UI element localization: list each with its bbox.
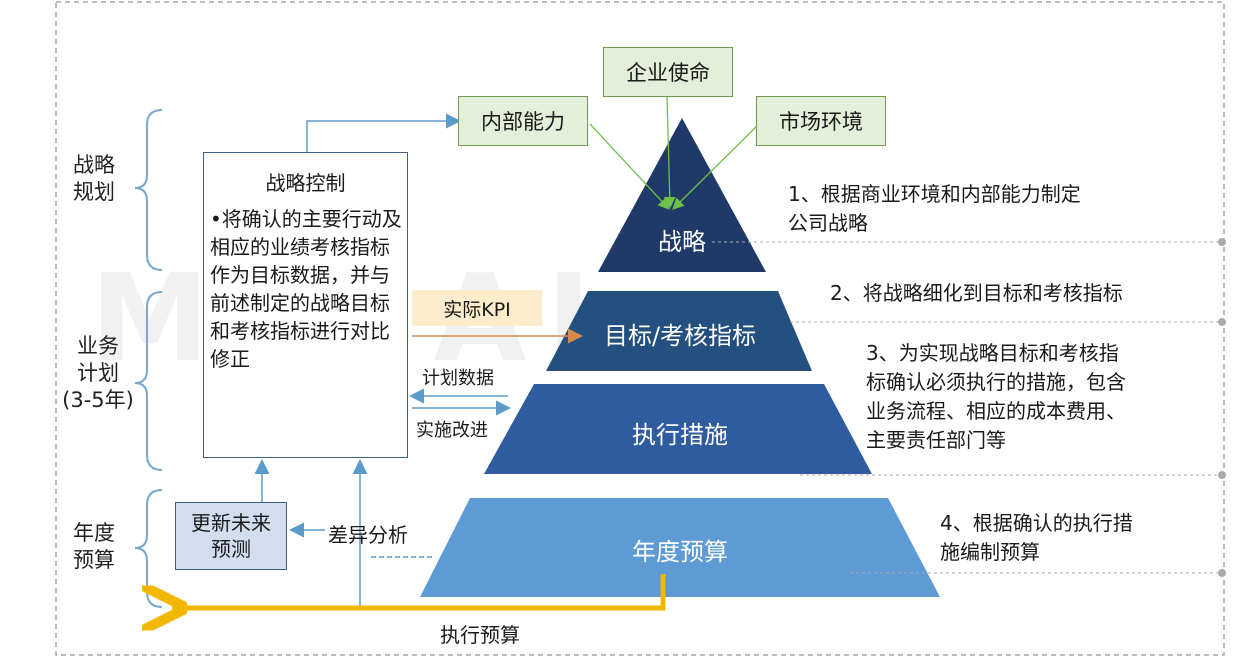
outer-border	[55, 1, 1225, 656]
market-environment-label: 市场环境	[779, 110, 863, 134]
description-4-line1: 4、根据确认的执行措	[940, 511, 1133, 535]
pyramid-level-targets	[546, 291, 812, 371]
label-strategy-line: 战略 规划	[73, 153, 115, 204]
description-3-line4: 主要责任部门等	[866, 428, 1006, 452]
description-1-line2: 公司战略	[788, 211, 868, 235]
description-1-line1: 1、根据商业环境和内部能力制定	[788, 182, 1081, 206]
strategy-control-title: 战略控制	[265, 171, 346, 195]
bullet-icon: •	[210, 207, 222, 231]
internal-capability-label: 内部能力	[481, 110, 565, 134]
plan-data-label: 计划数据	[422, 368, 494, 389]
label-business-line3: (3-5年)	[62, 388, 134, 412]
description-3-line3: 业务流程、相应的成本费用、	[866, 399, 1126, 423]
update-forecast-label: 更新未来预测	[191, 511, 271, 561]
brace-annual	[134, 489, 163, 608]
label-annual-line: 年度 预算	[73, 521, 115, 572]
description-4-line2: 施编制预算	[940, 540, 1040, 564]
description-2-line1: 2、将战略细化到目标和考核指标	[830, 281, 1123, 305]
pyramid-label-actions: 执行措施	[632, 421, 728, 449]
pyramid-label-budget: 年度预算	[632, 538, 728, 566]
actual-kpi-box: 实际KPI	[412, 290, 542, 326]
description-3-line2: 标确认必须执行的措施，包含	[866, 370, 1126, 394]
label-strategy-planning: 战略 规划	[62, 152, 126, 206]
execute-budget-label: 执行预算	[440, 623, 520, 647]
pyramid-level-strategy	[598, 118, 766, 272]
variance-analysis-label: 差异分析	[328, 523, 408, 547]
label-business-plan: 业务 计划 (3-5年)	[50, 333, 146, 414]
implementation-improvement-label: 实施改进	[416, 420, 488, 441]
box-corporate-mission: 企业使命	[603, 47, 733, 97]
description-2: 2、将战略细化到目标和考核指标	[830, 279, 1123, 308]
description-1: 1、根据商业环境和内部能力制定 公司战略	[788, 180, 1081, 238]
corporate-mission-label: 企业使命	[626, 61, 710, 85]
brace-business	[134, 291, 163, 471]
pyramid-level-actions	[484, 384, 872, 474]
box-internal-capability: 内部能力	[458, 96, 588, 146]
description-3: 3、为实现战略目标和考核指 标确认必须执行的措施，包含 业务流程、相应的成本费用…	[866, 339, 1126, 455]
box-update-forecast: 更新未来预测	[175, 502, 287, 570]
box-market-environment: 市场环境	[756, 96, 886, 146]
description-4: 4、根据确认的执行措 施编制预算	[940, 509, 1133, 567]
label-business-line1: 业务	[77, 334, 119, 358]
actual-kpi-label: 实际KPI	[443, 298, 511, 321]
pyramid-level-budget	[420, 498, 940, 597]
label-business-line2: 计划	[77, 361, 119, 385]
strategy-control-body: •将确认的主要行动及相应的业绩考核指标作为目标数据，并与前述制定的战略目标和考核…	[210, 205, 406, 373]
box-strategy-control: 战略控制 •将确认的主要行动及相应的业绩考核指标作为目标数据，并与前述制定的战略…	[203, 152, 408, 458]
brace-strategy	[134, 109, 163, 271]
strategy-control-text: 将确认的主要行动及相应的业绩考核指标作为目标数据，并与前述制定的战略目标和考核指…	[210, 207, 402, 371]
description-3-line1: 3、为实现战略目标和考核指	[866, 341, 1119, 365]
label-annual-budget: 年度 预算	[62, 520, 126, 574]
pyramid-label-targets: 目标/考核指标	[603, 322, 757, 350]
pyramid-label-strategy: 战略	[658, 228, 706, 256]
